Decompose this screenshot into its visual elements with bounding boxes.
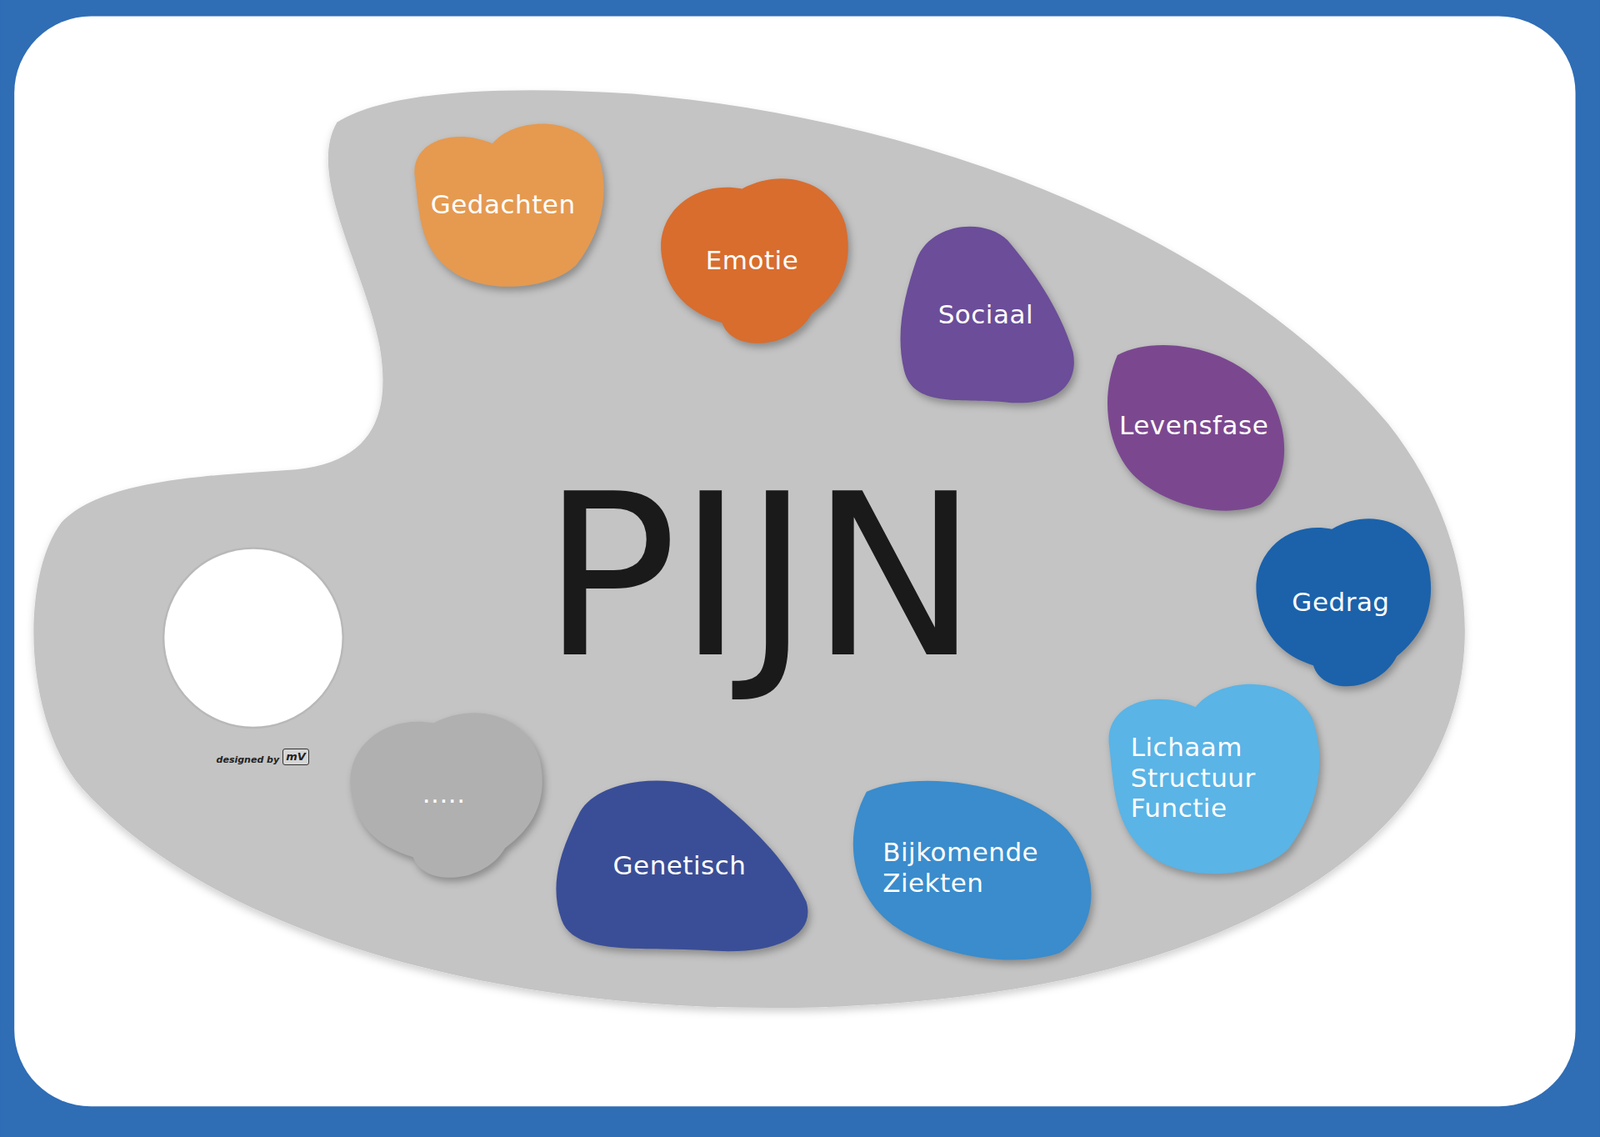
paint-blob: Emotie — [652, 170, 852, 350]
blob-label: Levensfase — [1119, 410, 1269, 441]
main-title: PIJN — [541, 464, 979, 690]
blob-label: Lichaam Structuur Functie — [1130, 731, 1285, 824]
blob-label: Gedrag — [1291, 586, 1390, 618]
blob-label: Bijkomende Ziekten — [882, 836, 1056, 898]
blob-label: ..... — [422, 778, 466, 810]
palette: PIJN GedachtenEmotieSociaalLevensfaseGedr… — [30, 86, 1480, 1015]
blob-label: Genetisch — [613, 850, 747, 881]
paint-blob: Gedachten — [398, 117, 608, 291]
logo-mark: mV — [282, 748, 310, 765]
paint-blob: Levensfase — [1098, 337, 1290, 514]
paint-blob: ..... — [341, 705, 546, 884]
paint-blob: Genetisch — [548, 775, 812, 956]
credit-text: designed by — [216, 754, 280, 765]
blob-label: Sociaal — [938, 299, 1034, 330]
blob-label: Gedachten — [430, 189, 576, 220]
paint-blob: Lichaam Structuur Functie — [1090, 676, 1324, 879]
blob-label: Emotie — [705, 245, 800, 276]
paint-blob: Gedrag — [1248, 510, 1435, 693]
paint-blob: Bijkomende Ziekten — [840, 772, 1099, 963]
paint-blob: Sociaal — [895, 221, 1077, 408]
